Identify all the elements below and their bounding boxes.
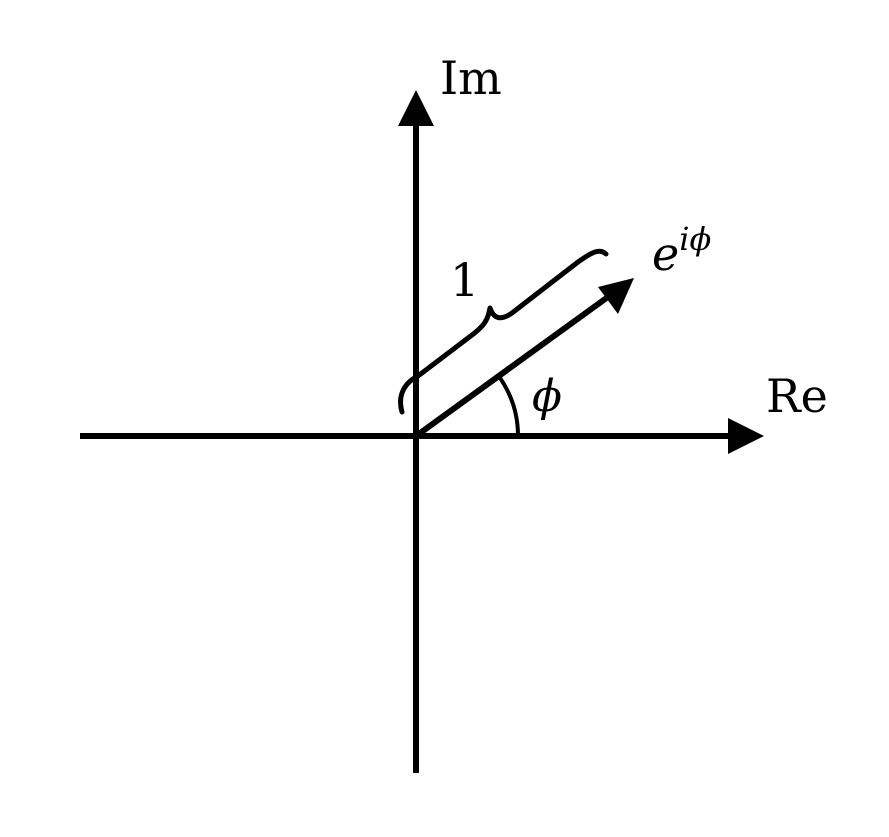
phasor-label: eiϕ [652, 220, 711, 281]
angle-arc [498, 376, 521, 437]
angle-label: ϕ [532, 371, 562, 422]
phasor-vector [414, 278, 634, 439]
imaginary-axis-arrowhead [398, 90, 434, 126]
phasor-label-exponent: iϕ [679, 220, 711, 258]
real-axis [80, 418, 764, 454]
magnitude-label: 1 [450, 253, 479, 307]
real-axis-label: Re [766, 369, 828, 423]
phasor-arrowhead [598, 278, 634, 314]
imaginary-axis-label: Im [440, 51, 502, 105]
phasor-line [414, 291, 614, 439]
imaginary-axis [398, 90, 434, 773]
magnitude-brace [398, 248, 609, 415]
phasor-label-base: e [652, 227, 679, 281]
real-axis-arrowhead [728, 418, 764, 454]
